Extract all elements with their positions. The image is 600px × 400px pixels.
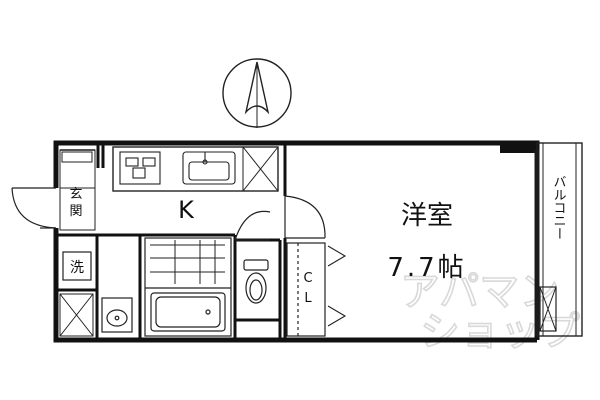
washbasin-icon: [101, 297, 133, 333]
closet: [286, 242, 326, 337]
bathroom: [144, 237, 232, 337]
bathtub-icon: [150, 292, 226, 332]
laundry-area: [62, 251, 92, 281]
interior-walls: [56, 143, 287, 340]
bathroom-door[interactable]: [234, 210, 271, 241]
closet-label-top: C: [303, 271, 312, 286]
western-room-size: 7.7帖: [387, 253, 466, 283]
storage-unit: [59, 293, 94, 337]
closet-doors[interactable]: [327, 245, 347, 327]
watermark-line2: ショップ: [420, 309, 580, 355]
western-room-label: 洋室: [401, 201, 453, 231]
balcony-window: [534, 150, 540, 336]
balcony-storage: [539, 286, 557, 332]
laundry-label: 洗: [70, 260, 84, 276]
compass-icon: [222, 58, 292, 128]
toilet-room: [243, 259, 269, 304]
room-door[interactable]: [284, 195, 326, 239]
watermark-line1: アパマン: [400, 269, 559, 315]
kitchen-label: K: [178, 196, 195, 224]
kitchen-counter: [112, 146, 279, 192]
entrance-label: 玄関: [69, 187, 82, 219]
balcony: [536, 142, 583, 337]
stove-icon: [119, 151, 161, 185]
closet-label-bottom: L: [304, 291, 312, 306]
watermark: アパマン ショップ: [399, 268, 581, 356]
entrance-door[interactable]: [11, 187, 57, 229]
shoe-cabinet: [61, 151, 93, 163]
entrance: [59, 149, 96, 231]
balcony-label: バルコニー: [551, 175, 567, 240]
refrigerator-space: [242, 146, 279, 192]
shower-area: [150, 240, 225, 284]
sink-icon: [182, 151, 236, 185]
